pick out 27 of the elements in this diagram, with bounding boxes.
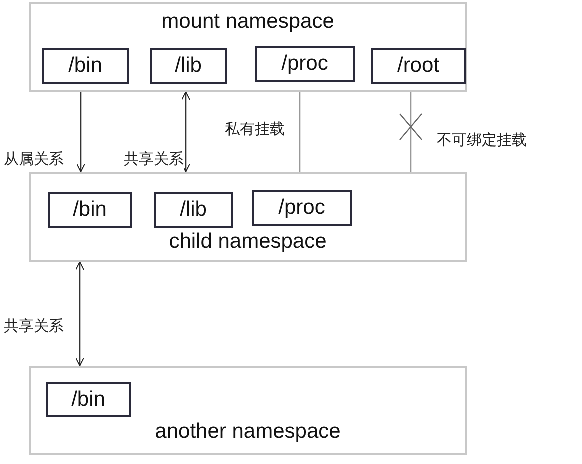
namespace-box <box>29 172 467 262</box>
directory-box <box>46 382 131 417</box>
directory-label: /lib <box>180 198 207 222</box>
namespace-title: another namespace <box>154 420 342 444</box>
edge-label: 私有挂载 <box>225 121 285 139</box>
directory-label: /bin <box>68 54 102 78</box>
edge-label: 共享关系 <box>4 318 64 336</box>
edge-label: 从属关系 <box>4 151 64 169</box>
directory-label: /proc <box>282 52 328 76</box>
directory-label: /bin <box>72 388 106 412</box>
directory-label: /bin <box>73 198 107 222</box>
namespace-title: mount namespace <box>160 10 336 34</box>
edge-label: 共享关系 <box>124 151 184 169</box>
directory-label: /lib <box>175 54 202 78</box>
namespace-title: child namespace <box>168 230 328 254</box>
namespace-box <box>29 2 467 92</box>
namespace-box <box>29 366 467 455</box>
directory-box <box>255 46 355 82</box>
directory-box <box>42 48 129 84</box>
directory-box <box>48 192 132 228</box>
directory-box <box>150 48 227 84</box>
directory-label: /root <box>397 54 440 78</box>
directory-box <box>252 190 352 226</box>
edge-label: 不可绑定挂载 <box>437 132 527 150</box>
directory-label: /proc <box>278 196 326 220</box>
directory-box <box>154 192 233 228</box>
directory-box <box>371 48 466 84</box>
